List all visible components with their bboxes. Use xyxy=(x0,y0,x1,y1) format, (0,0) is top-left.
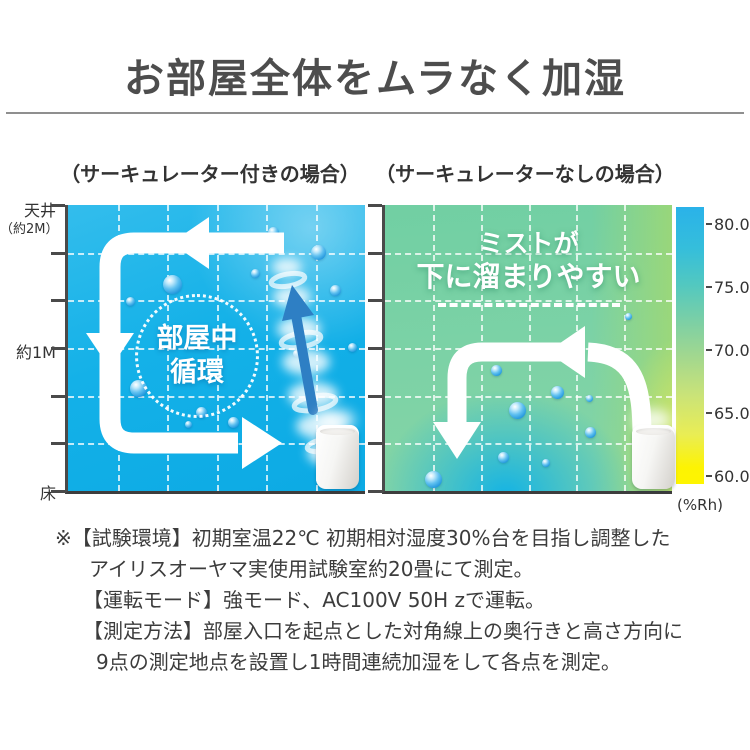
axis-tick xyxy=(51,299,65,303)
axis-tick xyxy=(368,347,382,350)
axis-tick xyxy=(51,347,65,350)
axis-tick xyxy=(51,490,65,493)
left-panel-header: （サーキュレーター付きの場合） xyxy=(60,162,360,186)
colorbar-unit-label: (%Rh) xyxy=(677,496,723,514)
rising-mist-arrow-icon xyxy=(282,285,318,415)
colorbar-label-80: 80.0 xyxy=(714,215,750,234)
page-title: お部屋全体をムラなく加湿 xyxy=(124,56,626,102)
water-droplet-icon xyxy=(585,427,596,438)
axis-tick xyxy=(368,442,382,446)
humidity-colorbar xyxy=(676,207,704,484)
note-test-environment-1: ※【試験環境】初期室温22℃ 初期相対湿度30%台を目指し調整した xyxy=(55,526,671,550)
water-droplet-icon xyxy=(586,395,593,402)
water-droplet-icon xyxy=(498,452,509,463)
caption-line1: ミストが xyxy=(478,229,579,258)
water-droplet-icon xyxy=(425,471,442,488)
water-droplet-icon xyxy=(126,297,135,306)
water-droplet-icon xyxy=(251,269,260,278)
water-droplet-icon xyxy=(348,343,357,352)
circulation-badge-line1: 部屋中 xyxy=(156,323,238,355)
water-droplet-icon xyxy=(509,402,526,419)
colorbar-label-65: 65.0 xyxy=(714,404,750,423)
right-panel-header: （サーキュレーターなしの場合） xyxy=(375,162,675,186)
grid-line-vertical xyxy=(315,205,318,491)
water-droplet-icon xyxy=(491,365,502,376)
axis-tick xyxy=(368,251,382,255)
water-droplet-icon xyxy=(185,421,192,428)
note-measurement-method-1: 【測定方法】部屋入口を起点とした対角線上の奥行きと高さ方向に xyxy=(83,619,683,643)
heatmap-with-circulator: 部屋中 循環 xyxy=(51,204,365,494)
circulation-badge-line2: 循環 xyxy=(170,357,224,388)
title-divider xyxy=(6,112,744,114)
caption-dashed-underline xyxy=(437,303,620,307)
colorbar-label-75: 75.0 xyxy=(714,278,750,297)
heatmap-without-circulator: ミストが 下に溜まりやすい xyxy=(368,204,675,494)
note-measurement-method-2: 9点の測定地点を設置し1時間連続加湿をして各点を測定。 xyxy=(96,650,621,674)
mist-settles-caption: ミストが 下に溜まりやすい xyxy=(385,229,672,307)
axis-tick xyxy=(368,394,382,398)
grid-line-horizontal xyxy=(385,395,672,398)
water-droplet-icon xyxy=(625,313,632,320)
y-axis-label-floor: 床 xyxy=(39,484,56,503)
y-axis-label-1m: 約1M xyxy=(16,343,56,362)
axis-tick xyxy=(368,490,382,493)
water-droplet-icon xyxy=(551,386,564,399)
axis-tick xyxy=(51,251,65,255)
axis-tick xyxy=(368,299,382,303)
colorbar-tick xyxy=(706,286,712,288)
colorbar-label-60: 60.0 xyxy=(714,467,750,486)
grid-line-vertical xyxy=(266,205,268,491)
grid-line-vertical xyxy=(624,205,627,491)
circulation-badge: 部屋中 循環 xyxy=(135,294,259,418)
y-axis-label-ceiling-sub: （約2M） xyxy=(0,222,59,237)
water-droplet-icon xyxy=(542,459,550,467)
water-droplet-icon xyxy=(311,245,326,260)
colorbar-tick xyxy=(706,349,712,351)
axis-tick xyxy=(368,204,382,207)
circulation-loop-arrow-icon xyxy=(86,217,284,469)
colorbar-tick xyxy=(706,475,712,477)
axis-tick xyxy=(51,204,65,207)
caption-line2: 下に溜まりやすい xyxy=(416,260,641,293)
colorbar-tick xyxy=(706,223,712,225)
note-operation-mode: 【運転モード】強モード、AC100V 50H zで運転。 xyxy=(83,588,546,612)
water-droplet-icon xyxy=(228,417,239,428)
note-test-environment-2: アイリスオーヤマ実使用試験室約20畳にて測定。 xyxy=(89,557,534,581)
water-droplet-icon xyxy=(330,285,341,296)
colorbar-tick xyxy=(706,412,712,414)
humidifier-icon xyxy=(316,425,359,489)
y-axis-label-ceiling: 天井 xyxy=(23,201,56,220)
colorbar-label-70: 70.0 xyxy=(714,341,750,360)
humidifier-icon xyxy=(632,425,675,489)
grid-line-horizontal xyxy=(385,443,672,446)
axis-tick xyxy=(51,442,65,446)
water-droplet-icon xyxy=(163,275,182,294)
axis-tick xyxy=(51,394,65,398)
mist-path-arrow-icon xyxy=(433,326,652,459)
